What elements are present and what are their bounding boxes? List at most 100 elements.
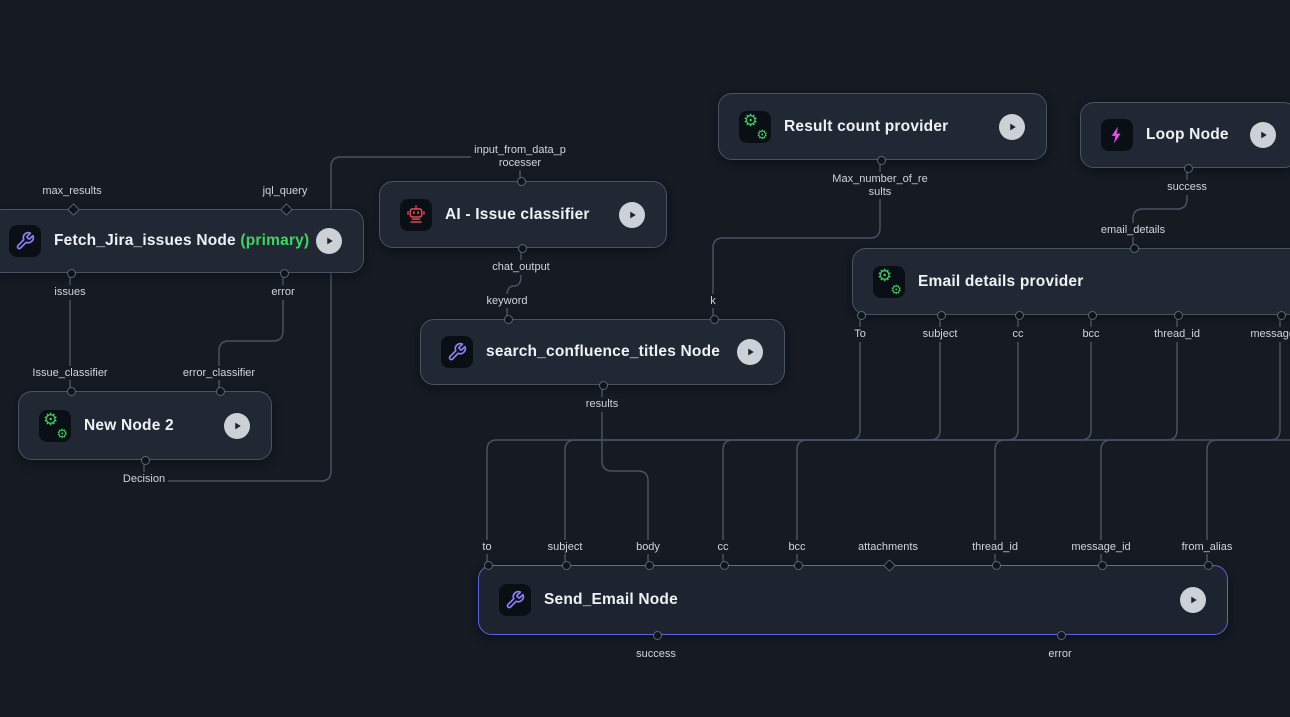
gears-icon-box: ⚙⚙ (39, 409, 71, 442)
port-cc[interactable] (719, 561, 729, 570)
port-email_details[interactable] (1129, 244, 1139, 253)
port-label-cc: cc (1009, 327, 1027, 342)
port-results[interactable] (598, 381, 608, 390)
robot-icon (407, 204, 425, 223)
node-title: AI - Issue classifier (445, 205, 590, 223)
port-k[interactable] (709, 315, 719, 324)
port-to[interactable] (483, 561, 493, 570)
port-bcc[interactable] (793, 561, 803, 570)
node-title: search_confluence_titles Node (486, 343, 721, 360)
port-thread_id[interactable] (1173, 311, 1183, 320)
port-message_id[interactable] (1276, 311, 1286, 320)
edge-ai-classifier:chat_output-to-search-confluence:keyword (506, 248, 522, 319)
port-chat_output[interactable] (517, 244, 527, 253)
port-label-bcc: bcc (785, 539, 809, 554)
wrench-icon-box (499, 584, 531, 616)
port-from_alias[interactable] (1203, 561, 1213, 570)
port-message_id[interactable] (1097, 561, 1107, 570)
port-cc[interactable] (1014, 311, 1024, 320)
edge-email-details:thread_id-to-send-email:thread_id (994, 315, 1178, 565)
port-bcc[interactable] (1087, 311, 1097, 320)
node-loop-node[interactable]: Loop Node (1080, 102, 1290, 173)
node-title: Result count provider (784, 117, 949, 135)
port-subject[interactable] (561, 561, 571, 570)
port-label-message_id: message_id (1068, 539, 1134, 554)
port-issue_classifier[interactable] (66, 387, 76, 396)
gears-icon-box: ⚙⚙ (873, 265, 905, 298)
node-result-count[interactable]: ⚙⚙ Result count provider (718, 93, 1047, 165)
edge-email-details:bcc-to-send-email:bcc (796, 315, 1092, 565)
edge-search-confluence:results-to-send-email:body (601, 385, 649, 565)
port-label-body: body (633, 539, 663, 554)
gear-small-icon: ⚙ (890, 281, 902, 297)
port-max_number_of_results[interactable] (876, 156, 886, 165)
play-icon (235, 422, 241, 429)
run-node-button[interactable] (1250, 122, 1276, 148)
port-input_from_data_processer[interactable] (516, 177, 526, 186)
port-label-issues: issues (51, 285, 89, 300)
port-subject[interactable] (936, 311, 946, 320)
wrench-icon-box (441, 336, 473, 368)
port-label-keyword: keyword (483, 293, 531, 308)
port-success[interactable] (652, 631, 662, 640)
port-label-input_from_data_processer: input_from_data_p rocesser (471, 143, 569, 170)
port-error_classifier[interactable] (215, 387, 225, 396)
port-label-bcc: bcc (1079, 327, 1103, 342)
port-max_results[interactable] (66, 203, 80, 216)
gears-icon-box: ⚙⚙ (739, 110, 771, 143)
edge-offscreen:from_alias-to-send-email:from_alias (1206, 439, 1290, 565)
port-label-jql_query: jql_query (259, 183, 311, 198)
node-fetch-jira[interactable]: Fetch_Jira_issues Node (primary) (0, 203, 364, 278)
port-to[interactable] (856, 311, 866, 320)
port-jql_query[interactable] (279, 203, 293, 216)
run-node-button[interactable] (224, 412, 250, 439)
port-attachments[interactable] (882, 559, 896, 572)
port-label-max_number_of_results: Max_number_of_re sults (829, 172, 931, 199)
run-node-button[interactable] (999, 113, 1025, 140)
port-label-thread_id: thread_id (969, 539, 1021, 554)
port-label-error: error (268, 285, 298, 300)
port-issues[interactable] (66, 269, 76, 278)
port-error[interactable] (279, 269, 289, 278)
gears-icon: ⚙ (877, 265, 893, 285)
node-title: Send_Email Node (544, 591, 678, 608)
port-label-results: results (582, 397, 622, 412)
wrench-icon (506, 590, 525, 609)
port-label-thread_id: thread_id (1151, 327, 1203, 342)
node-title-suffix: (primary) (235, 232, 310, 249)
run-node-button[interactable] (619, 201, 645, 228)
port-label-chat_output: chat_output (489, 260, 553, 275)
node-email-details[interactable]: ⚙⚙ Email details provider (852, 244, 1290, 320)
port-keyword[interactable] (503, 315, 513, 324)
port-body[interactable] (644, 561, 654, 570)
port-label-cc: cc (714, 539, 732, 554)
node-ai-classifier[interactable]: AI - Issue classifier (379, 177, 667, 253)
wrench-icon (448, 342, 467, 361)
wrench-icon (16, 231, 35, 250)
run-node-button[interactable] (737, 339, 763, 365)
port-thread_id[interactable] (991, 561, 1001, 570)
node-send-email[interactable]: Send_Email Node (478, 559, 1228, 640)
node-title: Fetch_Jira_issues Node (primary) (54, 232, 310, 249)
port-error[interactable] (1056, 631, 1066, 640)
port-label-error: error (1045, 647, 1075, 662)
port-success[interactable] (1183, 164, 1193, 173)
node-title: Loop Node (1146, 126, 1229, 143)
node-new-node-2[interactable]: ⚙⚙New Node 2 (18, 387, 272, 465)
run-node-button[interactable] (1180, 587, 1206, 613)
port-decision[interactable] (140, 456, 150, 465)
gears-icon: ⚙ (43, 409, 59, 429)
port-label-error_classifier: error_classifier (179, 365, 259, 380)
port-label-success: success (1164, 180, 1210, 195)
run-node-button[interactable] (316, 228, 342, 254)
node-title: Email details provider (918, 272, 1084, 290)
play-icon (1010, 123, 1016, 130)
edge-email-details:message_id-to-send-email:message_id (1100, 315, 1281, 565)
gear-small-icon: ⚙ (756, 126, 768, 142)
port-label-email_details: email_details (1097, 222, 1169, 237)
gears-icon: ⚙ (743, 110, 759, 130)
node-search-confluence[interactable]: search_confluence_titles Node (420, 315, 785, 390)
gear-small-icon: ⚙ (56, 425, 68, 441)
play-icon (1261, 131, 1267, 139)
